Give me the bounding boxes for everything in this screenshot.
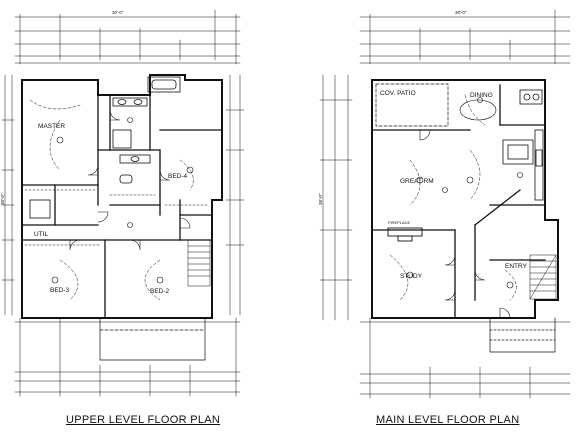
main-plan: [319, 9, 571, 399]
room-label-bed-3: BED-3: [50, 287, 70, 294]
room-label-master: MASTER: [38, 123, 65, 130]
room-label-bed-2: BED-2: [150, 288, 170, 295]
main-top-total-dim: 30'-0": [455, 10, 467, 15]
main-side-total-dim: 38'-0": [318, 193, 323, 205]
upper-side-total-dim: 38'-0": [0, 193, 5, 205]
room-label-util: UTIL: [34, 231, 48, 238]
room-label-great-rm: GREAT RM: [400, 178, 434, 185]
room-label-bed-4: BED-4: [168, 173, 188, 180]
room-label-cov-patio: COV. PATIO: [380, 90, 416, 97]
room-label-dining: DINING: [470, 92, 493, 99]
upper-plan: [1, 9, 245, 397]
upper-top-total-dim: 30'-0": [112, 10, 124, 15]
main-level-title: MAIN LEVEL FLOOR PLAN: [376, 414, 520, 426]
room-label-study: STUDY: [400, 273, 423, 280]
room-label-entry: ENTRY: [505, 263, 528, 270]
label-fireplace: FIREPLACE: [388, 220, 411, 225]
upper-level-title: UPPER LEVEL FLOOR PLAN: [66, 414, 221, 426]
